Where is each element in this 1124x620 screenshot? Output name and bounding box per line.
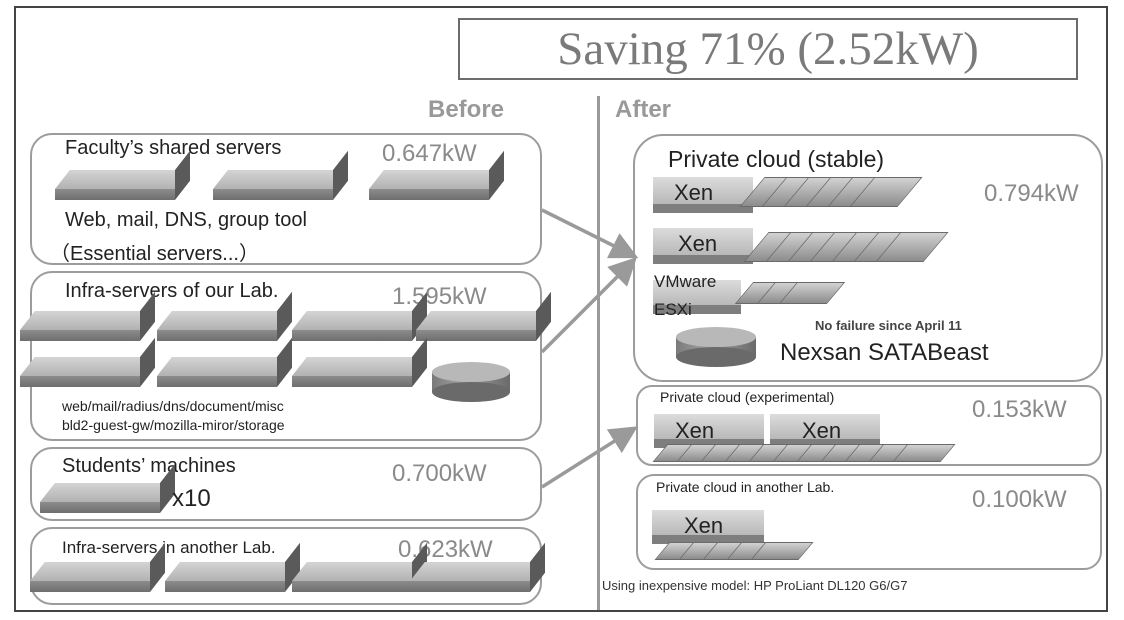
server-icon [292, 542, 427, 592]
storage-model-label: Nexsan SATABeast [780, 339, 989, 366]
server-icon [410, 542, 545, 592]
server-icon [20, 291, 155, 341]
private-cloud-experimental-group [636, 385, 1102, 466]
faculty-to-cloud-arrow [541, 208, 639, 259]
server-icon [157, 291, 292, 341]
students-to-experimental-arrow [541, 426, 638, 489]
lab-infra-servers-power: 1.595kW [392, 283, 487, 310]
lab-infra-servers-desc-2: bld2-guest-gw/mozilla-miror/storage [62, 417, 285, 433]
xen-host-label: Xen [675, 418, 715, 443]
esxi-label: ESXi [654, 300, 692, 319]
before-after-divider [597, 96, 600, 610]
server-icon [40, 463, 175, 513]
xen-host-icon [653, 177, 753, 213]
xen-host-icon [652, 510, 764, 544]
xen-host-icon [654, 414, 764, 448]
private-cloud-another-lab-power: 0.100kW [972, 486, 1067, 513]
xen-host-icon [653, 228, 753, 264]
faculty-servers-desc-2: （Essential servers...） [50, 243, 259, 265]
server-icon [416, 291, 551, 341]
xen-host-label: Xen [678, 231, 718, 256]
server-icon [213, 150, 348, 200]
private-cloud-experimental-power: 0.153kW [972, 396, 1067, 423]
xen-host-icon [770, 414, 880, 448]
xen-host-label: Xen [802, 418, 842, 443]
private-cloud-another-lab-group [636, 474, 1102, 570]
vmware-label: VMware [654, 272, 717, 291]
server-icon [292, 291, 427, 341]
students-machines-group [30, 447, 542, 521]
hardware-model-footnote: Using inexpensive model: HP ProLiant DL1… [602, 578, 908, 593]
saving-title: Saving 71% (2.52kW) [557, 23, 979, 75]
vmware-host-icon [653, 280, 741, 314]
private-cloud-stable-power: 0.794kW [984, 180, 1079, 207]
storage-disk-icon [432, 362, 510, 402]
after-header: After [615, 96, 672, 123]
lab-infra-servers-group [30, 271, 542, 441]
faculty-servers-title: Faculty’s shared servers [65, 137, 282, 159]
faculty-servers-group [30, 133, 542, 265]
storage-disk-icon [676, 327, 756, 367]
lab-infra-to-cloud-arrow [540, 257, 637, 354]
before-header: Before [428, 96, 505, 123]
private-cloud-another-lab-title: Private cloud in another Lab. [656, 479, 835, 495]
private-cloud-experimental-title: Private cloud (experimental) [660, 389, 835, 405]
server-icon [55, 150, 190, 200]
server-icon [165, 542, 300, 592]
saving-title-box: Saving 71% (2.52kW) [458, 18, 1078, 80]
server-icon [157, 337, 292, 387]
slide-frame [14, 6, 1108, 612]
private-cloud-stable-title: Private cloud (stable) [668, 146, 885, 172]
students-machines-count: x10 [172, 485, 211, 512]
no-failure-note: No failure since April 11 [815, 318, 962, 333]
xen-host-label: Xen [684, 513, 724, 538]
faculty-servers-desc-1: Web, mail, DNS, group tool [65, 209, 307, 231]
server-icon [30, 542, 165, 592]
students-machines-title: Students’ machines [62, 455, 236, 477]
lab-infra-servers-desc-1: web/mail/radius/dns/document/misc [62, 398, 284, 414]
server-icon [292, 337, 427, 387]
faculty-servers-power: 0.647kW [382, 140, 477, 167]
server-icon [369, 150, 504, 200]
another-lab-infra-title: Infra-servers in another Lab. [62, 538, 276, 557]
server-icon [20, 337, 155, 387]
xen-host-label: Xen [674, 180, 714, 205]
students-machines-power: 0.700kW [392, 460, 487, 487]
lab-infra-servers-title: Infra-servers of our Lab. [65, 280, 279, 302]
